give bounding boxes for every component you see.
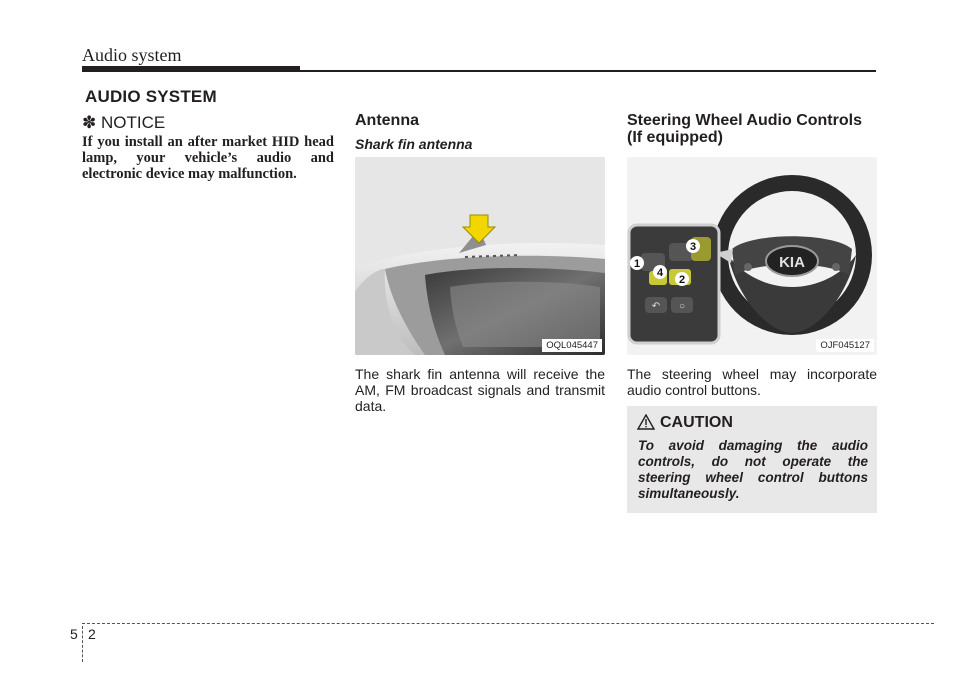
steering-body: The steering wheel may incorporate audio… (627, 366, 877, 398)
shark-fin-antenna-figure: OQL045447 (355, 157, 605, 355)
warning-triangle-icon (637, 414, 655, 430)
shark-fin-antenna-illustration (355, 157, 605, 355)
steering-wheel-illustration: KIA ↶ ○ 1 4 3 2 (627, 157, 877, 355)
callout-3: 3 (690, 241, 696, 253)
page-number: 2 (88, 626, 96, 642)
caution-body: To avoid damaging the audio controls, do… (638, 438, 868, 501)
notice-title: ✽ NOTICE (82, 113, 166, 132)
header-bar (82, 66, 300, 72)
callout-2: 2 (679, 274, 685, 286)
chapter-number: 5 (70, 626, 78, 642)
caution-box (627, 406, 877, 513)
footer-rule (82, 623, 934, 624)
steering-wheel-figure: KIA ↶ ○ 1 4 3 2 OJF045127 (627, 157, 877, 355)
antenna-figure-code: OQL045447 (542, 339, 602, 352)
svg-text:○: ○ (679, 301, 685, 312)
callout-4: 4 (657, 267, 664, 279)
antenna-title: Antenna (355, 112, 419, 129)
steering-figure-code: OJF045127 (816, 339, 874, 352)
svg-text:↶: ↶ (652, 301, 660, 312)
callout-1: 1 (634, 258, 640, 270)
steering-title-line1: Steering Wheel Audio Controls (627, 112, 862, 129)
caution-title: CAUTION (660, 414, 733, 431)
antenna-subtitle: Shark fin antenna (355, 136, 473, 152)
header-title: Audio system (82, 45, 182, 65)
notice-body: If you install an after market HID head … (82, 134, 334, 182)
header-rule (300, 70, 876, 72)
steering-title-line2: (If equipped) (627, 129, 723, 146)
kia-logo: KIA (779, 254, 805, 271)
section-title: AUDIO SYSTEM (85, 87, 217, 106)
footer-divider (82, 626, 83, 662)
antenna-body: The shark fin antenna will receive the A… (355, 366, 605, 414)
